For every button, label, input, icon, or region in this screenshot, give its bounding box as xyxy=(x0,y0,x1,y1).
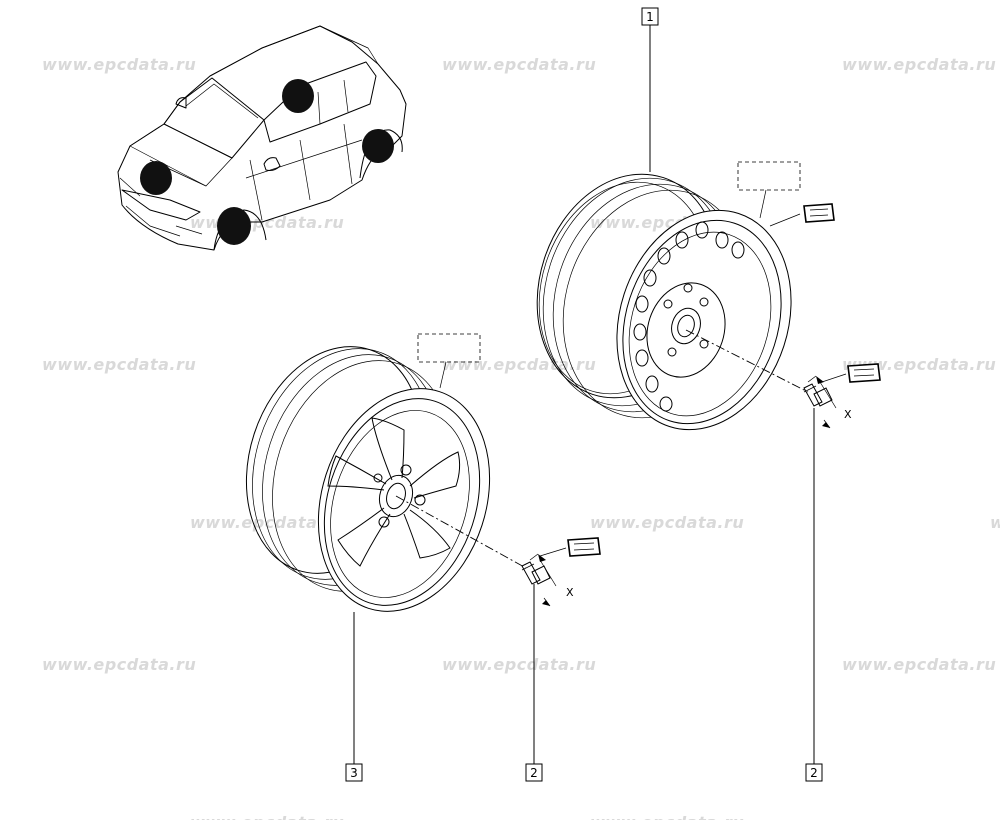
dimension-label: X xyxy=(566,586,574,599)
watermark-layer: www.epcdata.ru www.epcdata.ru www.epcdat… xyxy=(42,55,1000,820)
watermark-text: www.epcdata.ru xyxy=(442,55,596,74)
callout-number: 2 xyxy=(810,766,818,780)
label-tag xyxy=(567,537,601,557)
watermark-text: www.epcdata.ru xyxy=(42,355,196,374)
callout-3[interactable]: 3 xyxy=(345,763,363,782)
watermark-text: www.epcdata.ru xyxy=(190,813,344,820)
watermark-text: www.epcdata.ru xyxy=(42,655,196,674)
tag-leader xyxy=(539,547,567,557)
tag-leader xyxy=(769,213,801,227)
wheel-position-marker xyxy=(362,129,394,163)
watermark-text: www.epcdata.ru xyxy=(842,655,996,674)
callout-2-right[interactable]: 2 xyxy=(805,763,823,782)
alloy-wheel-spokes xyxy=(327,417,461,567)
tag-leader xyxy=(759,189,767,219)
dimension-x-right: X xyxy=(807,375,852,429)
callout-number: 2 xyxy=(530,766,538,780)
callout-number: 3 xyxy=(350,766,358,780)
watermark-text: www.epcdata.ru xyxy=(42,55,196,74)
dashed-placeholder-box xyxy=(737,161,801,191)
callout-1[interactable]: 1 xyxy=(641,7,659,26)
watermark-text: www.epcdata.ru xyxy=(442,355,596,374)
watermark-text: www.epcdata.ru xyxy=(190,213,344,232)
watermark-text: www.epcdata.ru xyxy=(590,513,744,532)
callout-number: 1 xyxy=(646,10,654,24)
steel-wheel-vent-holes xyxy=(633,221,745,412)
callout-2-left[interactable]: 2 xyxy=(525,763,543,782)
label-tag xyxy=(803,203,835,223)
dashed-placeholder-box xyxy=(417,333,481,363)
watermark-text: www.epcdata.ru xyxy=(842,55,996,74)
axis-line xyxy=(685,329,809,393)
steel-wheel-illustration xyxy=(536,173,792,431)
dimension-x-left: X xyxy=(529,553,574,607)
watermark-text: www.epcdata.ru xyxy=(590,813,744,820)
wheel-position-marker xyxy=(282,79,314,113)
car-illustration xyxy=(117,25,407,251)
watermark-text: www.epcdata.ru xyxy=(190,513,344,532)
axis-line xyxy=(395,495,527,569)
dimension-label: X xyxy=(844,408,852,421)
label-tag xyxy=(847,363,881,383)
watermark-text: www.epcdata.ru xyxy=(842,355,996,374)
watermark-text: www.epcdata.ru xyxy=(990,513,1000,532)
tag-leader xyxy=(821,373,847,383)
wheel-position-marker xyxy=(140,161,172,195)
tag-leader xyxy=(439,361,447,389)
wheel-bolt-illustration xyxy=(521,561,551,585)
wheel-bolt-illustration xyxy=(803,383,833,407)
wheel-position-marker xyxy=(217,207,251,245)
watermark-text: www.epcdata.ru xyxy=(442,655,596,674)
